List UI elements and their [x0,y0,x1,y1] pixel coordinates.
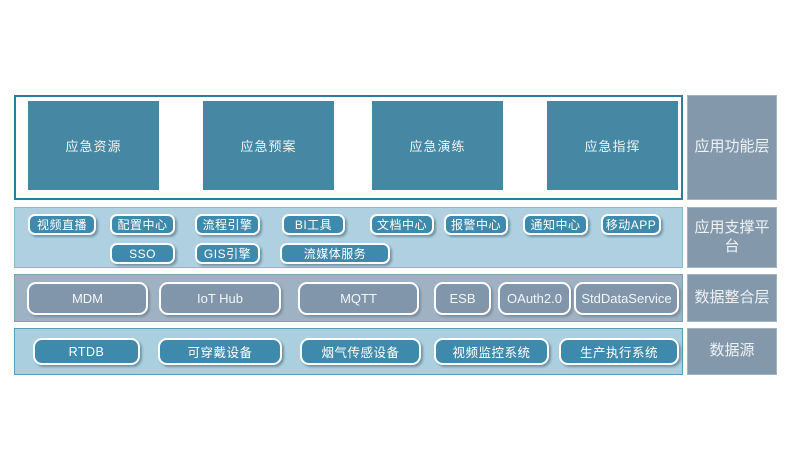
integration-item-std-data-service: StdDataService [574,281,679,315]
layer-label-data-integration: 数据整合层 [687,274,777,322]
source-item-video-surveillance-system: 视频监控系统 [434,338,549,365]
platform-item-workflow-engine: 流程引擎 [195,214,260,235]
support-platform-row-1: 视频直播 配置中心 流程引擎 BI工具 文档中心 报警中心 通知中心 移动APP [15,214,682,235]
function-box-emergency-resources: 应急资源 [28,101,159,190]
source-item-wearable-devices: 可穿戴设备 [158,338,282,365]
data-integration-panel: MDM IoT Hub MQTT ESB OAuth2.0 StdDataSer… [14,274,683,322]
source-item-production-execution-system: 生产执行系统 [559,338,679,365]
platform-item-alarm-center: 报警中心 [444,214,508,235]
data-sources-panel: RTDB 可穿戴设备 烟气传感设备 视频监控系统 生产执行系统 [14,328,683,375]
platform-item-bi-tools: BI工具 [282,214,345,235]
layer-data-sources: RTDB 可穿戴设备 烟气传感设备 视频监控系统 生产执行系统 数据源 [14,328,777,375]
layer-support-platform: 视频直播 配置中心 流程引擎 BI工具 文档中心 报警中心 通知中心 移动APP… [14,207,777,268]
integration-item-oauth2: OAuth2.0 [498,281,571,315]
layer-label-data-sources: 数据源 [687,328,777,375]
integration-item-esb: ESB [434,281,491,315]
platform-item-sso: SSO [110,243,175,264]
layer-application-function: 应急资源 应急预案 应急演练 应急指挥 应用功能层 [14,95,777,200]
function-box-emergency-plan: 应急预案 [203,101,334,190]
source-item-gas-sensor-devices: 烟气传感设备 [300,338,421,365]
application-function-panel: 应急资源 应急预案 应急演练 应急指挥 [14,95,683,200]
integration-item-mqtt: MQTT [298,281,419,315]
function-box-emergency-command: 应急指挥 [547,101,678,190]
platform-item-video-live: 视频直播 [28,214,96,235]
platform-item-gis-engine: GIS引擎 [195,243,260,264]
platform-item-document-center: 文档中心 [370,214,434,235]
support-platform-row-2: SSO GIS引擎 流媒体服务 [15,243,682,264]
layer-label-support-platform: 应用支撑平台 [687,207,777,268]
platform-item-config-center: 配置中心 [110,214,175,235]
layer-data-integration: MDM IoT Hub MQTT ESB OAuth2.0 StdDataSer… [14,274,777,322]
support-platform-panel: 视频直播 配置中心 流程引擎 BI工具 文档中心 报警中心 通知中心 移动APP… [14,207,683,268]
platform-item-mobile-app: 移动APP [601,214,661,235]
layer-label-application-function: 应用功能层 [687,95,777,200]
platform-item-notification-center: 通知中心 [523,214,588,235]
integration-item-iot-hub: IoT Hub [159,281,281,315]
diagram-body: 应急资源 应急预案 应急演练 应急指挥 应用功能层 视频直播 配置中心 流程引擎… [14,95,777,375]
function-box-emergency-drill: 应急演练 [372,101,503,190]
source-item-rtdb: RTDB [33,338,140,365]
integration-item-mdm: MDM [27,281,148,315]
platform-item-streaming-media-service: 流媒体服务 [280,243,390,264]
